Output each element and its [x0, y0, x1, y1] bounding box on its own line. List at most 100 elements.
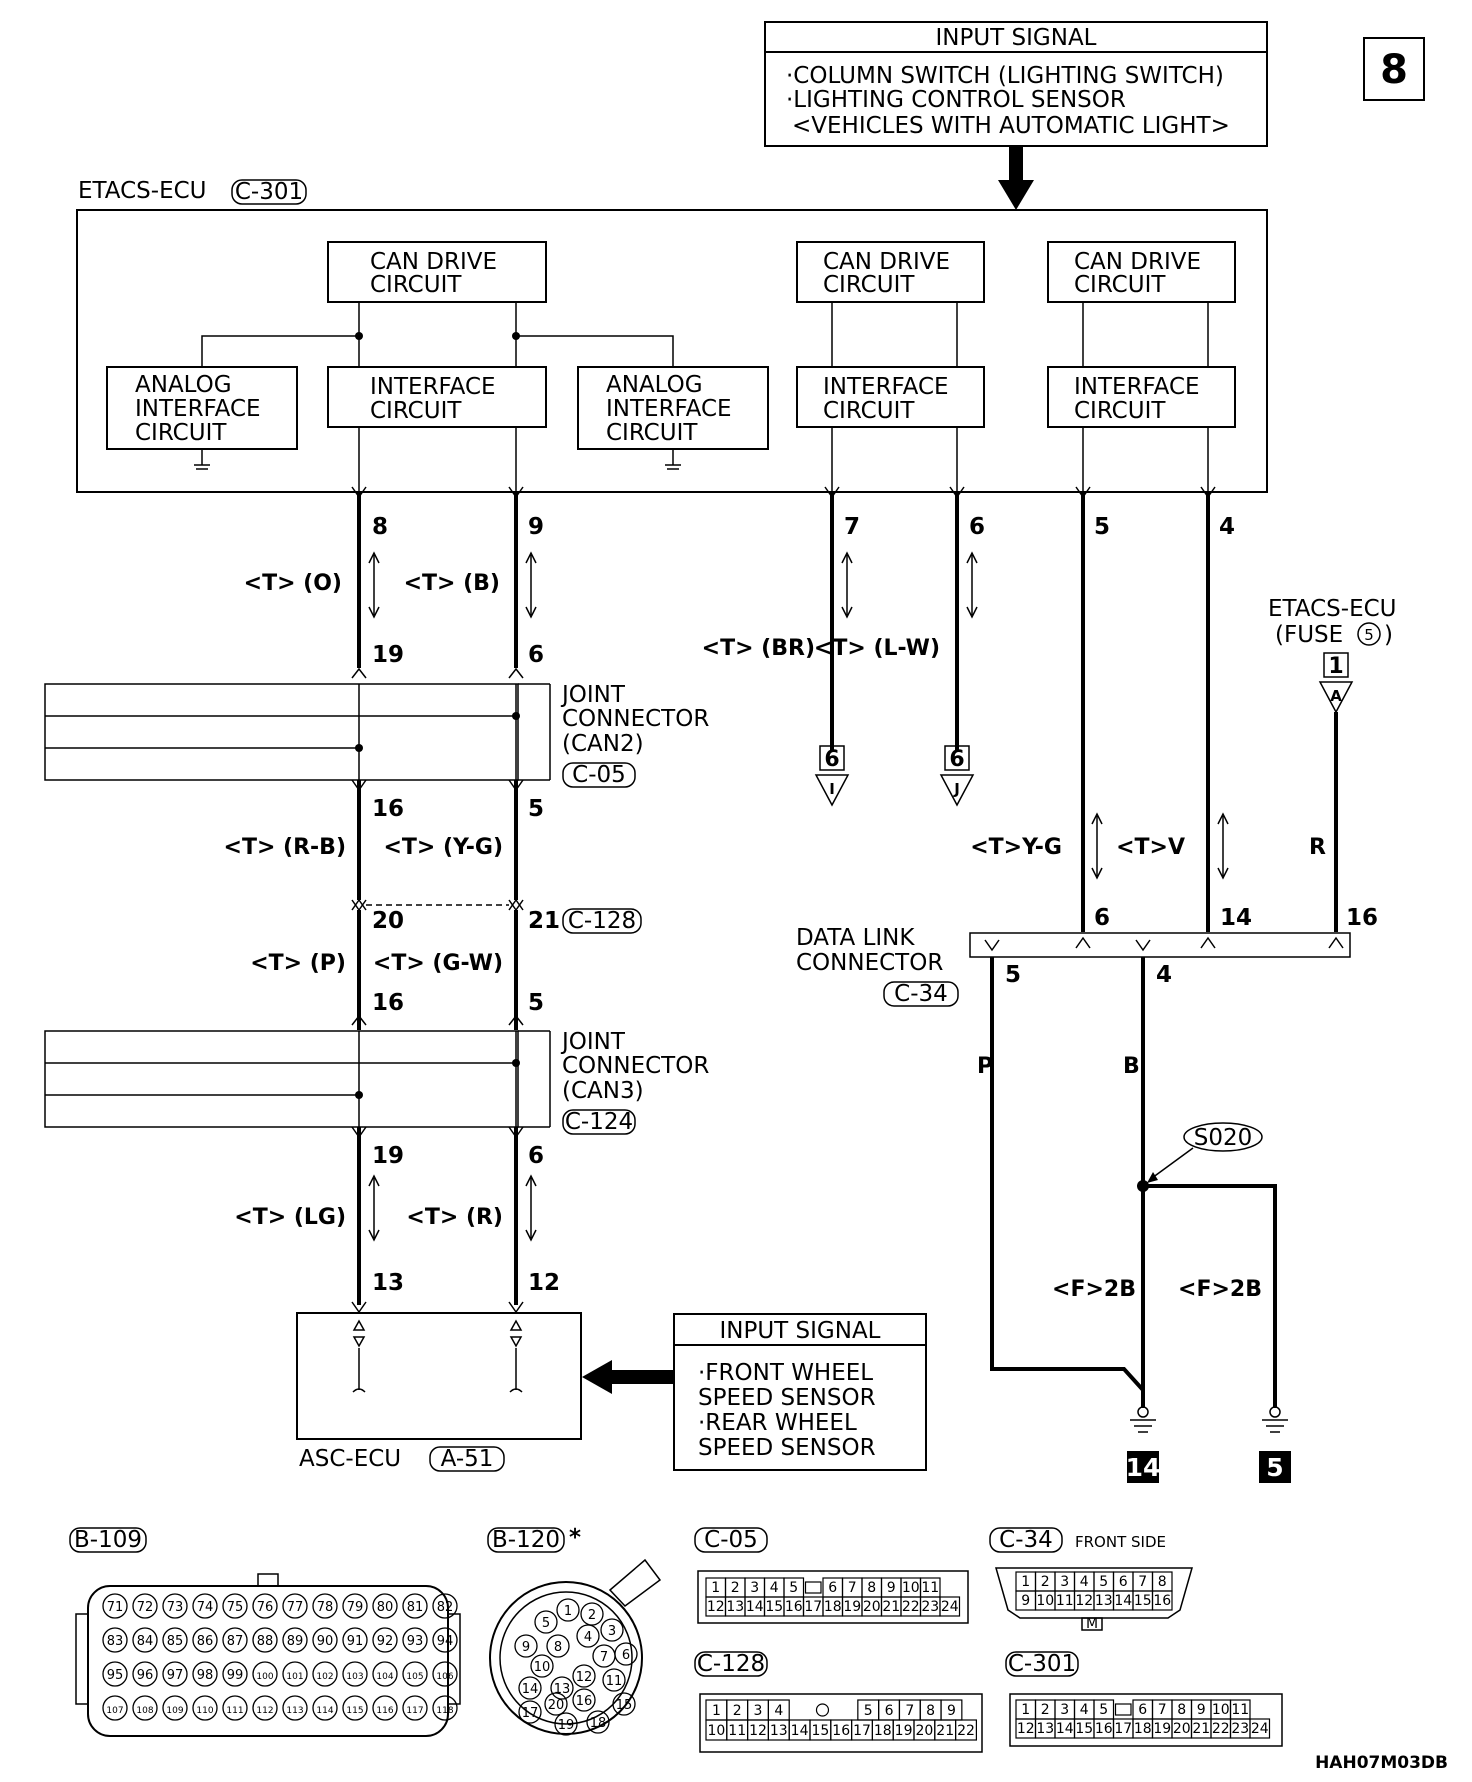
b109-pin [342, 1627, 368, 1653]
c05-pins-label: 24 [941, 1599, 959, 1615]
wire-label-t-br: <T> (BR) [702, 636, 815, 661]
c301-pins-label: 15 [1075, 1721, 1093, 1737]
b109-pin-label: 76 [257, 1600, 274, 1615]
c128-label: 11 [728, 1723, 746, 1739]
b109-pin [132, 1627, 158, 1653]
c301-pins-label: 11 [1231, 1702, 1249, 1718]
svg-text:ANALOG: ANALOG [135, 372, 232, 398]
b120-pin [518, 1676, 542, 1700]
svg-text:14: 14 [1220, 905, 1252, 931]
b109-pin [372, 1661, 398, 1687]
c05-pins-cell [939, 1596, 961, 1617]
b109-pin [312, 1627, 338, 1653]
svg-text:C-05: C-05 [704, 1527, 758, 1553]
c128-label: 4 [774, 1703, 783, 1719]
b109-pin [312, 1661, 338, 1687]
b109-pin [162, 1695, 188, 1721]
c128-label: 3 [754, 1703, 763, 1719]
b120-pin [580, 1602, 604, 1626]
etacs-connector: C-301 [235, 179, 303, 205]
b120-pin-label: 16 [576, 1694, 593, 1709]
b109-pin [192, 1695, 218, 1721]
c301-pins-label: 24 [1251, 1721, 1269, 1737]
c301-pins-label: 8 [1177, 1702, 1186, 1718]
b109-pin [282, 1695, 308, 1721]
wire-label-t-lg: <T> (LG) [234, 1205, 346, 1230]
asc-connector-badge [429, 1446, 505, 1472]
b120-pin [572, 1664, 596, 1688]
b109-pin-label: 84 [137, 1634, 154, 1649]
b109-pin-label: 109 [166, 1706, 183, 1716]
bottom-input-signal-box: INPUT SIGNAL ·FRONT WHEEL SPEED SENSOR ·… [582, 1313, 927, 1471]
b109-pin-label: 80 [377, 1600, 394, 1615]
c301-pins-label: 3 [1060, 1702, 1069, 1718]
connector-c128: 20 21 C-128 [351, 898, 642, 934]
b109-pin-label: 75 [227, 1600, 244, 1615]
pin-5-can2: 5 [528, 796, 544, 822]
c128-label: 10 [707, 1723, 725, 1739]
svg-text:): ) [1384, 622, 1393, 648]
svg-text:C-34: C-34 [894, 981, 948, 1007]
svg-text:C-301: C-301 [1008, 1651, 1076, 1677]
b109-pin-label: 95 [107, 1668, 124, 1683]
b109-pin-label: 116 [376, 1706, 393, 1716]
can-drive-circuit-2: CAN DRIVE CIRCUIT [796, 241, 985, 303]
b109-pin [372, 1695, 398, 1721]
analog-interface-circuit-2: ANALOG INTERFACE CIRCUIT [577, 366, 769, 470]
b120-pin-label: 1 [564, 1604, 572, 1619]
b120-pin-label: 3 [608, 1624, 616, 1639]
c05-pins-label: 17 [804, 1599, 822, 1615]
b109-pin [372, 1627, 398, 1653]
svg-text:CONNECTOR: CONNECTOR [796, 950, 943, 976]
c301-pins-label: 19 [1153, 1721, 1171, 1737]
svg-text:14: 14 [1126, 1453, 1161, 1482]
b109-pin [252, 1593, 278, 1619]
c05-pins-label: 14 [746, 1599, 764, 1615]
can-wires-etacs [357, 492, 1210, 932]
b109-pin [312, 1593, 338, 1619]
svg-text:(CAN3): (CAN3) [562, 1078, 644, 1104]
c128-label: 8 [926, 1703, 935, 1719]
pin-5: 5 [1094, 514, 1110, 540]
c05-pins-label: 2 [731, 1580, 740, 1596]
b109-pin [252, 1661, 278, 1687]
svg-text:·FRONT WHEEL: ·FRONT WHEEL [698, 1360, 873, 1386]
b109-pin [132, 1695, 158, 1721]
b109-pin-label: 100 [256, 1672, 273, 1682]
splice-point [1137, 1180, 1149, 1192]
c05-pins-label: 19 [843, 1599, 861, 1615]
c34-pins-label: 3 [1060, 1574, 1069, 1590]
c34-pins-label: 7 [1138, 1574, 1147, 1590]
asc-ecu-box [296, 1301, 582, 1440]
c128-label: 21 [936, 1723, 954, 1739]
svg-text:21: 21 [528, 908, 560, 934]
etacs-pin-chevrons [351, 486, 1216, 499]
b109-pin-label: 107 [106, 1706, 123, 1716]
b109-pin-label: 73 [167, 1600, 184, 1615]
c128-label: 17 [853, 1723, 871, 1739]
svg-text:CAN DRIVE: CAN DRIVE [823, 249, 950, 275]
b120-pin [550, 1676, 574, 1700]
b109-pin-label: 112 [256, 1706, 273, 1716]
b109-pin-label: 77 [287, 1600, 304, 1615]
svg-text:C-34: C-34 [999, 1527, 1053, 1553]
c301-pins-label: 21 [1192, 1721, 1210, 1737]
c128-label: 1 [712, 1703, 721, 1719]
b109-pin [102, 1593, 128, 1619]
c34-pins-label: 1 [1021, 1574, 1030, 1590]
b109-pin-label: 88 [257, 1634, 274, 1649]
b109-pin [372, 1593, 398, 1619]
pin-13-asc: 13 [372, 1270, 404, 1296]
b120-pin-label: 20 [548, 1698, 565, 1713]
wire-label-t-b: <T> (B) [404, 571, 500, 596]
c301-pins-label: 2 [1041, 1702, 1050, 1718]
b109-pin [432, 1661, 458, 1687]
c301-pins-label: 12 [1017, 1721, 1035, 1737]
c301-pins-label: 4 [1080, 1702, 1089, 1718]
c128-label: 12 [749, 1723, 767, 1739]
b109-pin-label: 105 [406, 1672, 423, 1682]
c301-pins-label: 5 [1099, 1702, 1108, 1718]
b109-pin-label: 72 [137, 1600, 154, 1615]
c34-pins-label: 9 [1021, 1593, 1030, 1609]
